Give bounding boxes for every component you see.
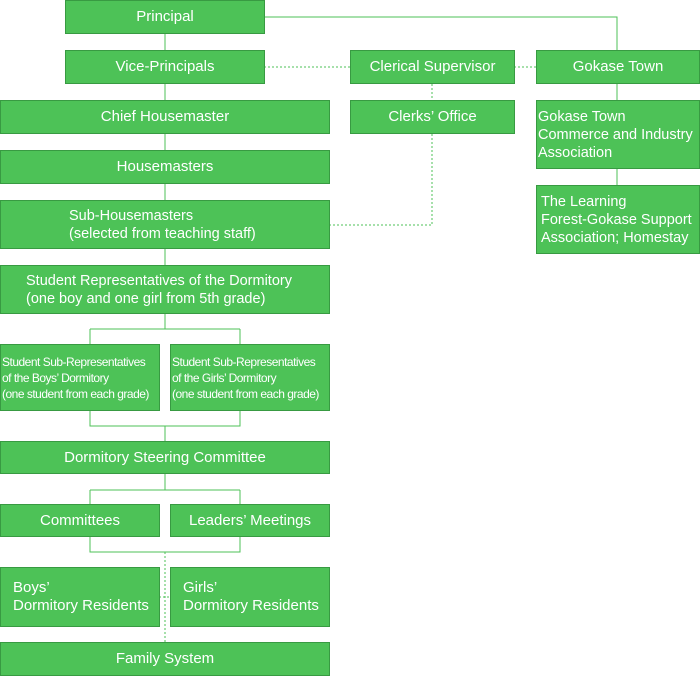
boys-sub-representatives-box: Student Sub-Representatives of the Boys’… (0, 344, 160, 411)
committees-box: Committees (0, 504, 160, 537)
dotted-clerks-to-subhousemasters (330, 134, 433, 226)
line-subreps-to-steering (89, 411, 241, 441)
family-system-box: Family System (0, 642, 330, 676)
gokase-town-box: Gokase Town (536, 50, 700, 84)
gokase-commerce-box: Gokase Town Commerce and Industry Associ… (536, 100, 700, 169)
clerks-office-box: Clerks’ Office (350, 100, 515, 134)
girls-sub-representatives-box: Student Sub-Representatives of the Girls… (170, 344, 330, 411)
vice-principals-box: Vice-Principals (65, 50, 265, 84)
boys-dormitory-residents-box: Boys’ Dormitory Residents (0, 567, 160, 627)
housemasters-box: Housemasters (0, 150, 330, 184)
chief-housemaster-box: Chief Housemaster (0, 100, 330, 134)
girls-dormitory-residents-box: Girls’ Dormitory Residents (170, 567, 330, 627)
student-representatives-box: Student Representatives of the Dormitory… (0, 265, 330, 314)
sub-housemasters-box: Sub-Housemasters (selected from teaching… (0, 200, 330, 249)
line-steering-to-committees (89, 474, 241, 504)
dormitory-steering-committee-box: Dormitory Steering Committee (0, 441, 330, 474)
line-committees-to-residents (89, 537, 241, 553)
leaders-meetings-box: Leaders’ Meetings (170, 504, 330, 537)
learning-forest-box: The Learning Forest-Gokase Support Assoc… (536, 185, 700, 254)
line-reps-to-subreps (89, 314, 241, 344)
line-principal-to-gokase (264, 16, 618, 50)
principal-box: Principal (65, 0, 265, 34)
clerical-supervisor-box: Clerical Supervisor (350, 50, 515, 84)
